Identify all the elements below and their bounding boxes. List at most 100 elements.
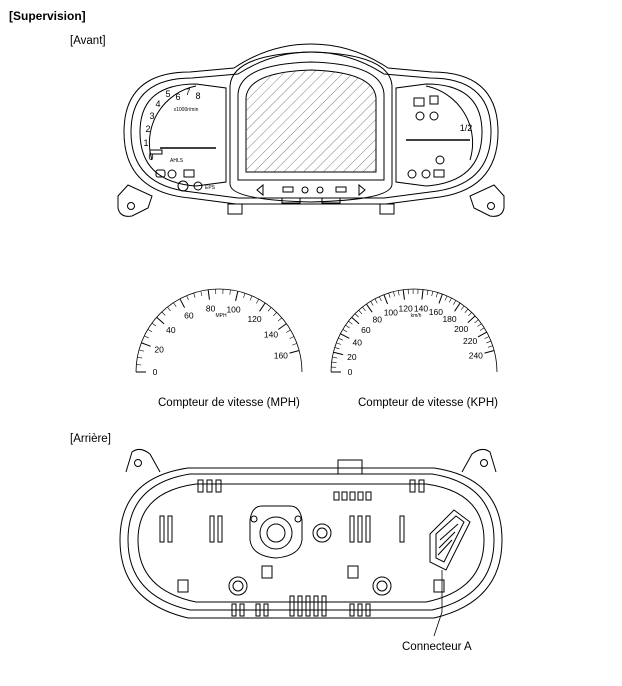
kph-tick <box>383 294 389 305</box>
mph-tick <box>273 312 277 317</box>
mph-scale-label: 0 <box>153 367 158 377</box>
kph-tick <box>448 297 452 303</box>
kph-tick <box>467 315 476 324</box>
mph-tick <box>137 356 143 359</box>
kph-scale-label: 220 <box>463 336 477 346</box>
mph-tick <box>167 306 171 312</box>
mph-tick <box>156 316 165 325</box>
tacho-number-3: 3 <box>149 111 154 121</box>
kph-tick <box>468 312 472 317</box>
kph-tick <box>354 313 359 318</box>
mph-gauge-caption: Compteur de vitesse (MPH) <box>158 397 300 409</box>
mph-scale-label: 20 <box>154 344 164 354</box>
kph-tick <box>331 361 337 363</box>
tacho-number-8: 8 <box>195 91 200 101</box>
mph-tick <box>141 342 151 347</box>
kph-tick <box>379 296 382 302</box>
mph-tick <box>186 295 189 301</box>
kph-tick <box>340 333 350 339</box>
kph-tick <box>444 295 448 301</box>
mph-tick <box>193 292 196 298</box>
tacho-number-0: 0 <box>148 152 153 162</box>
mph-tick <box>207 289 210 300</box>
indicator-text-eps: EPS <box>205 185 216 191</box>
kph-tick <box>333 351 344 356</box>
kph-tick <box>474 319 479 324</box>
mph-tick <box>277 317 283 322</box>
fuel-half-label: 1/2 <box>460 123 473 133</box>
mph-tick <box>259 302 266 312</box>
kph-tick <box>435 292 438 298</box>
kph-scale-label: 160 <box>429 307 443 317</box>
kph-tick <box>426 290 429 296</box>
kph-tick <box>362 306 366 312</box>
front-view-label: [Avant] <box>70 35 106 47</box>
kph-tick <box>421 289 424 300</box>
mph-tick <box>229 289 231 295</box>
tacho-number-7: 7 <box>185 87 190 97</box>
tacho-number-4: 4 <box>155 99 160 109</box>
mph-scale-label: 120 <box>247 314 261 324</box>
mph-unit-label: MPH <box>215 313 227 319</box>
mph-tick <box>173 302 177 307</box>
mph-tick <box>147 329 153 333</box>
mph-scale-label: 80 <box>206 304 216 314</box>
mph-tick <box>249 295 253 301</box>
kph-gauge-outline <box>330 288 498 373</box>
kph-tick <box>351 316 360 325</box>
kph-tick <box>484 336 490 339</box>
connector-a <box>429 509 471 571</box>
connector-a-label: Connecteur A <box>402 641 472 653</box>
mph-scale-label: 100 <box>226 305 240 315</box>
kph-tick <box>334 347 340 350</box>
kph-scale-label: 200 <box>454 324 468 334</box>
mph-tick <box>289 350 300 354</box>
section-heading: [Supervision] <box>9 9 86 23</box>
kph-tick <box>487 345 493 348</box>
kph-tick <box>431 291 434 297</box>
tacho-unit: x1000r/min <box>174 107 199 113</box>
mph-tick <box>235 291 239 302</box>
kph-tick <box>358 309 363 315</box>
kph-tick <box>477 331 488 338</box>
mph-tick <box>286 329 291 333</box>
kph-tick <box>336 342 342 345</box>
front-cluster-drawing: 0 1 2 3 4 5 6 7 8 x1000r/min AHLS EPS 1/… <box>117 43 505 217</box>
kph-tick <box>365 303 373 313</box>
tacho-number-2: 2 <box>145 124 150 134</box>
kph-scale-label: 180 <box>442 314 456 324</box>
kph-tick <box>393 291 395 297</box>
kph-tick <box>479 327 485 331</box>
kph-tick <box>486 340 492 344</box>
kph-tick <box>397 290 400 296</box>
kph-tick <box>370 301 374 306</box>
mph-tick <box>144 335 149 339</box>
connector-a-leader <box>433 570 443 637</box>
mph-tick <box>267 307 272 312</box>
kph-scale-label: 240 <box>469 350 483 360</box>
kph-scale-label: 140 <box>414 303 428 313</box>
kph-tick <box>348 320 353 325</box>
mph-tick <box>256 298 259 304</box>
kph-tick <box>484 350 495 354</box>
tacho-number-1: 1 <box>143 138 148 148</box>
kph-scale-label: 80 <box>373 315 383 325</box>
kph-tick <box>438 293 443 304</box>
rear-view-label: [Arrière] <box>70 433 111 445</box>
kph-scale-label: 120 <box>399 304 413 314</box>
kph-tick <box>402 289 405 300</box>
mph-scale-label: 160 <box>274 350 288 360</box>
mph-tick <box>278 323 287 330</box>
kph-scale-label: 60 <box>361 325 371 335</box>
kph-tick <box>453 300 457 305</box>
kph-scale-label: 40 <box>352 337 362 347</box>
kph-tick <box>338 337 343 341</box>
mph-tick <box>151 322 157 327</box>
kph-tick <box>454 302 461 312</box>
mph-scale-label: 140 <box>264 330 278 340</box>
mph-tick <box>243 293 246 299</box>
mph-tick <box>179 298 186 308</box>
